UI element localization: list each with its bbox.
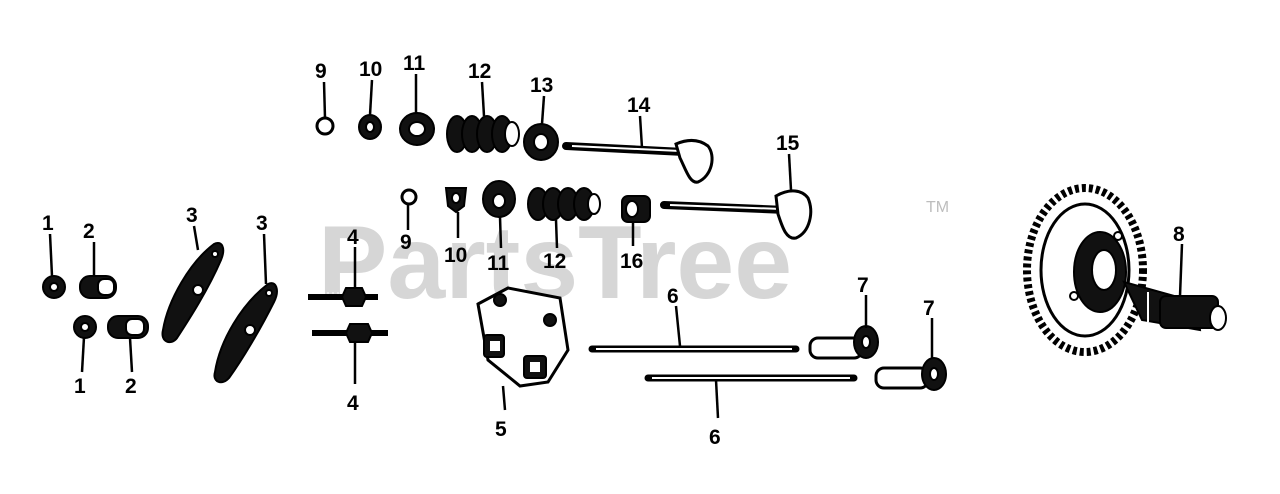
callout-12-upper[interactable]: 12 [468,60,491,83]
callout-2-upper[interactable]: 2 [83,220,95,243]
callout-1-lower[interactable]: 1 [74,375,86,398]
callout-labels: 1 2 3 3 4 1 2 4 5 6 6 7 7 8 9 10 11 12 1… [42,52,1185,449]
callout-3-left[interactable]: 3 [186,204,198,227]
callout-13[interactable]: 13 [530,74,553,97]
part-3-rocker-arm-right[interactable] [213,282,278,384]
callout-11-upper[interactable]: 11 [403,52,426,75]
part-1-cap-upper[interactable] [42,275,66,299]
part-2-tappet-lower[interactable] [107,315,149,339]
callout-12-lower[interactable]: 12 [543,250,566,273]
part-4-rocker-stud-upper[interactable] [308,287,378,307]
part-10-valve-collet-upper[interactable] [358,114,382,140]
callout-9-lower[interactable]: 9 [400,231,412,254]
trademark-mark: TM [926,199,949,216]
callout-8[interactable]: 8 [1173,223,1185,246]
callout-7-lower[interactable]: 7 [923,297,935,320]
part-3-rocker-arm-left[interactable] [161,242,225,344]
part-12-valve-spring-lower[interactable] [527,187,601,221]
part-12-valve-spring-upper[interactable] [446,115,520,153]
part-7-cam-follower-lower[interactable] [874,357,947,391]
callout-7-upper[interactable]: 7 [857,274,869,297]
part-1-cap-lower[interactable] [73,315,97,339]
leader-lines [48,74,1184,419]
part-9-valve-retainer-upper[interactable] [315,116,335,136]
callout-10-upper[interactable]: 10 [359,58,382,81]
callout-16[interactable]: 16 [620,250,643,273]
part-14-exhaust-valve[interactable] [562,138,714,184]
callout-10-lower[interactable]: 10 [444,244,467,267]
callout-15[interactable]: 15 [776,132,800,155]
callout-3-right[interactable]: 3 [256,212,268,235]
callout-4-upper[interactable]: 4 [347,226,359,249]
part-16-valve-rotator[interactable] [621,195,651,223]
part-9-valve-retainer-lower[interactable] [400,188,418,206]
callout-4-lower[interactable]: 4 [347,392,359,415]
part-11-spring-seat-upper[interactable] [399,112,435,146]
part-2-tappet-upper[interactable] [79,275,117,299]
callout-9-upper[interactable]: 9 [315,60,327,83]
part-13-valve-seal[interactable] [523,123,559,161]
part-4-rocker-stud-lower[interactable] [312,323,388,343]
callout-11-lower[interactable]: 11 [487,252,510,275]
callout-6-upper[interactable]: 6 [667,285,679,308]
callout-5[interactable]: 5 [495,418,507,441]
part-5-guide-plate[interactable] [476,286,570,388]
part-10-valve-collet-lower[interactable] [444,187,468,214]
callout-6-lower[interactable]: 6 [709,426,721,449]
part-7-cam-follower-upper[interactable] [808,325,879,360]
callout-1-upper[interactable]: 1 [42,212,54,235]
part-8-camshaft-gear[interactable] [1023,184,1227,356]
callout-2-lower[interactable]: 2 [125,375,137,398]
callout-14[interactable]: 14 [627,94,651,117]
part-11-spring-seat-lower[interactable] [482,180,516,218]
part-15-intake-valve[interactable] [660,189,813,240]
